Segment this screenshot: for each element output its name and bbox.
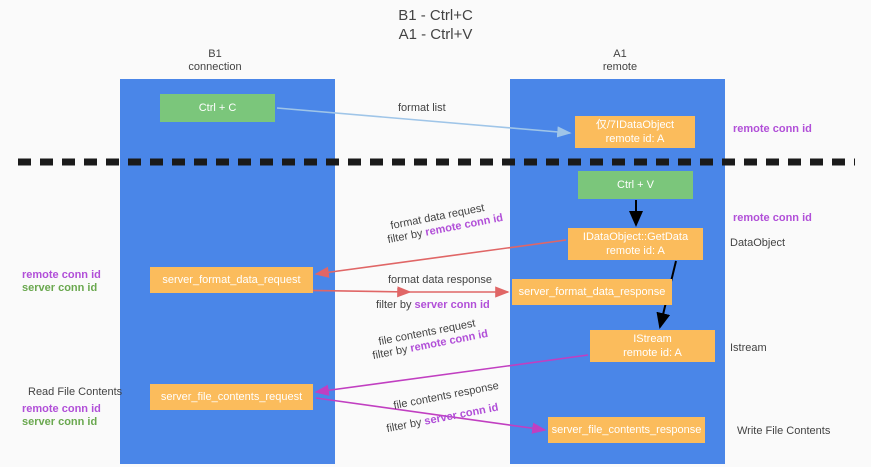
side-label-left-server-conn-id: server conn id <box>22 282 98 294</box>
node-idataobject-line1: 仅/7IDataObject <box>595 119 675 131</box>
node-ctrl-c[interactable]: Ctrl + C <box>160 94 275 122</box>
side-label-write-file-contents: Write File Contents <box>737 425 831 437</box>
node-server-file-contents-request-label: server_file_contents_request <box>160 391 303 403</box>
node-idataobject-line2: remote id: A <box>605 133 665 145</box>
title-line-2: A1 - Ctrl+V <box>398 26 473 43</box>
node-server-file-contents-response[interactable]: server_file_contents_response <box>548 417 705 443</box>
arrow-file-contents-response <box>315 397 547 434</box>
node-idataobject-getdata[interactable]: IDataObject::GetData remote id: A <box>568 228 703 260</box>
node-server-format-data-request[interactable]: server_format_data_request <box>150 267 313 293</box>
node-istream-line1: IStream <box>633 333 672 345</box>
column-header-b1: B1 connection <box>150 48 280 74</box>
node-istream-line2: remote id: A <box>623 347 682 359</box>
server-conn-id-text-1: server conn id <box>414 299 490 311</box>
side-label-left-remote-conn-id: remote conn id <box>22 269 101 281</box>
node-server-format-data-response-label: server_format_data_response <box>518 286 666 298</box>
side-label-remote-conn-id-top: remote conn id <box>733 123 812 135</box>
side-label-read-file-contents: Read File Contents <box>28 386 123 398</box>
node-ctrl-v-label: Ctrl + V <box>617 179 654 191</box>
arrow-format-list <box>276 107 572 138</box>
edge-label-format-data-response: format data response <box>388 274 492 286</box>
side-label-istream: Istream <box>730 342 767 354</box>
side-label-left-server-conn-id-2: server conn id <box>22 416 98 428</box>
edge-label-filter-server-conn-id-1: filter by server conn id <box>376 298 490 312</box>
node-server-format-data-request-label: server_format_data_request <box>162 274 301 286</box>
column-header-b1-sub: connection <box>188 61 242 73</box>
edge-label-format-list: format list <box>398 102 446 114</box>
side-label-remote-conn-id-mid: remote conn id <box>733 212 812 224</box>
node-getdata-line2: remote id: A <box>606 245 665 257</box>
side-label-dataobject: DataObject <box>730 237 786 249</box>
node-server-file-contents-request[interactable]: server_file_contents_request <box>150 384 313 410</box>
column-header-a1-name: A1 <box>613 48 627 60</box>
node-ctrl-v[interactable]: Ctrl + V <box>578 171 693 199</box>
filter-by-text-2: filter by <box>376 299 412 311</box>
title-line-1: B1 - Ctrl+C <box>398 7 473 24</box>
page-title: B1 - Ctrl+C A1 - Ctrl+V <box>0 6 871 44</box>
arrow-format-data-request <box>314 239 567 278</box>
node-server-file-contents-response-label: server_file_contents_response <box>551 424 702 436</box>
column-header-b1-name: B1 <box>208 48 222 60</box>
column-header-a1: A1 remote <box>555 48 685 74</box>
node-ctrl-c-label: Ctrl + C <box>198 102 237 114</box>
node-getdata-line1: IDataObject::GetData <box>582 231 689 243</box>
node-istream[interactable]: IStream remote id: A <box>590 330 715 362</box>
node-server-format-data-response[interactable]: server_format_data_response <box>512 279 672 305</box>
side-label-left-remote-conn-id-2: remote conn id <box>22 403 101 415</box>
column-header-a1-sub: remote <box>602 61 638 73</box>
node-idataobject[interactable]: 仅/7IDataObject remote id: A <box>575 116 695 148</box>
arrow-file-contents-request <box>314 354 589 396</box>
